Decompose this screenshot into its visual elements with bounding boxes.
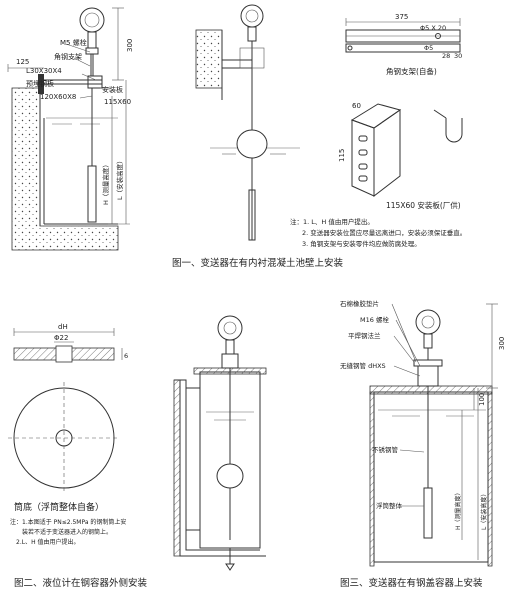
bottom-note-1: 注：1.本图适于 PN≤2.5MPa 的钢制筒上安 xyxy=(10,518,126,526)
l-install-label-fig3: L（安装高度） xyxy=(480,491,488,530)
l-install-label-fig1: L（安装高度） xyxy=(115,157,124,200)
probe xyxy=(87,165,97,223)
transmitter-head xyxy=(79,7,105,33)
bottom-title: 筒底（浮筒整体自备） xyxy=(14,501,104,513)
phi5-label: Φ5 xyxy=(424,44,433,52)
dim-125: 125 xyxy=(16,58,29,66)
mount-plate-dim: 115X60 xyxy=(104,98,131,106)
mount-plate-label: 安装板 xyxy=(102,85,123,94)
fig3-caption: 图三、变送器在有钢盖容器上安装 xyxy=(340,577,483,589)
phi22-label: Φ22 xyxy=(54,334,68,342)
dim-300-fig1: 300 xyxy=(126,39,134,52)
plate-caption: 115X60 安装板(厂供) xyxy=(386,200,461,210)
angle-steel-dim: L30X30X4 xyxy=(26,67,62,75)
fig2-side-container xyxy=(173,315,267,571)
fig1-note-3: 3. 角钢支架与安装零件均应做防腐处理。 xyxy=(302,239,421,248)
embedded-plate-label: 预埋钢板 xyxy=(26,79,54,88)
bracket-caption: 角钢支架(自备) xyxy=(386,66,437,76)
u-bolt xyxy=(445,118,463,143)
embedded-plate xyxy=(38,74,44,94)
h-measure-label-fig3: H（测量高度） xyxy=(454,489,462,530)
dim-28: 28 xyxy=(442,52,450,60)
float-body xyxy=(423,487,433,539)
m16-bolt-label: M16 螺栓 xyxy=(360,315,389,324)
phi5x20-label: Φ5 X 20 xyxy=(420,24,446,32)
fig1-note-1: 注：1. L、H 值由用户提出。 xyxy=(290,217,374,226)
h-measure-label-fig1: H（测量高度） xyxy=(101,161,110,205)
mount-plate-3d xyxy=(351,119,375,197)
bottom-note-2: 装若不适于变送器进入的钢筒上。 xyxy=(22,528,112,536)
fig1-caption: 图一、变送器在有内衬混凝土池壁上安装 xyxy=(172,257,344,269)
m5-bolt-label: M5 螺栓 xyxy=(60,38,87,47)
wall-section xyxy=(195,29,223,89)
fig1-wall-installation: M5 螺栓 角钢支架 L30X30X4 预埋钢板 120X60X8 安装板 11… xyxy=(7,7,134,251)
fig2-bottom-detail: dH Φ22 6 筒底（浮筒整体自备） 注：1.本图适于 PN≤2.5MPa 的… xyxy=(8,323,128,546)
fig1-details: 375 Φ5 X 20 Φ5 28 30 角钢支架(自备) 60 115 115… xyxy=(290,13,466,248)
float-ball xyxy=(236,129,268,159)
transmitter-head-fig2 xyxy=(217,315,243,341)
fig1-note-2: 2. 变送器安装位置应尽量远离进口，安装必须保证垂直。 xyxy=(302,228,466,237)
fig3-covered-vessel: 石棉橡胶垫片 M16 螺栓 平焊钢法兰 无缝钢管 dHXS 不锈钢管 浮筒整体 … xyxy=(340,299,506,567)
asbestos-gasket-label: 石棉橡胶垫片 xyxy=(340,299,379,308)
flat-flange-label: 平焊钢法兰 xyxy=(348,331,381,340)
mount-plate xyxy=(87,75,103,89)
fig1-float-assembly xyxy=(195,4,300,241)
angle-bracket-label: 角钢支架 xyxy=(54,52,82,61)
transmitter-head-2 xyxy=(240,4,264,28)
fig2-caption: 图二、液位计在钢容器外侧安装 xyxy=(14,577,148,589)
bottom-note-3: 2.L、H 值由用户提出。 xyxy=(16,538,80,546)
dim-60: 60 xyxy=(352,102,361,110)
stainless-pipe-label: 不锈钢管 xyxy=(372,445,399,454)
float-body-label: 浮筒整体 xyxy=(376,501,403,510)
float-ball-fig2 xyxy=(216,463,244,489)
transmitter-head-fig3 xyxy=(415,309,441,335)
steel-vessel xyxy=(373,391,489,563)
dim-300-fig3: 300 xyxy=(498,337,506,350)
dh-label: dH xyxy=(58,323,68,331)
dim-6: 6 xyxy=(124,352,128,360)
dim-100-fig3: 100 xyxy=(478,393,486,406)
seamless-pipe-label: 无缝钢管 dHXS xyxy=(340,361,386,370)
dim-115: 115 xyxy=(338,149,346,162)
dim-375: 375 xyxy=(395,13,408,21)
dim-30: 30 xyxy=(454,52,462,60)
embedded-plate-dim: 120X60X8 xyxy=(40,93,76,101)
